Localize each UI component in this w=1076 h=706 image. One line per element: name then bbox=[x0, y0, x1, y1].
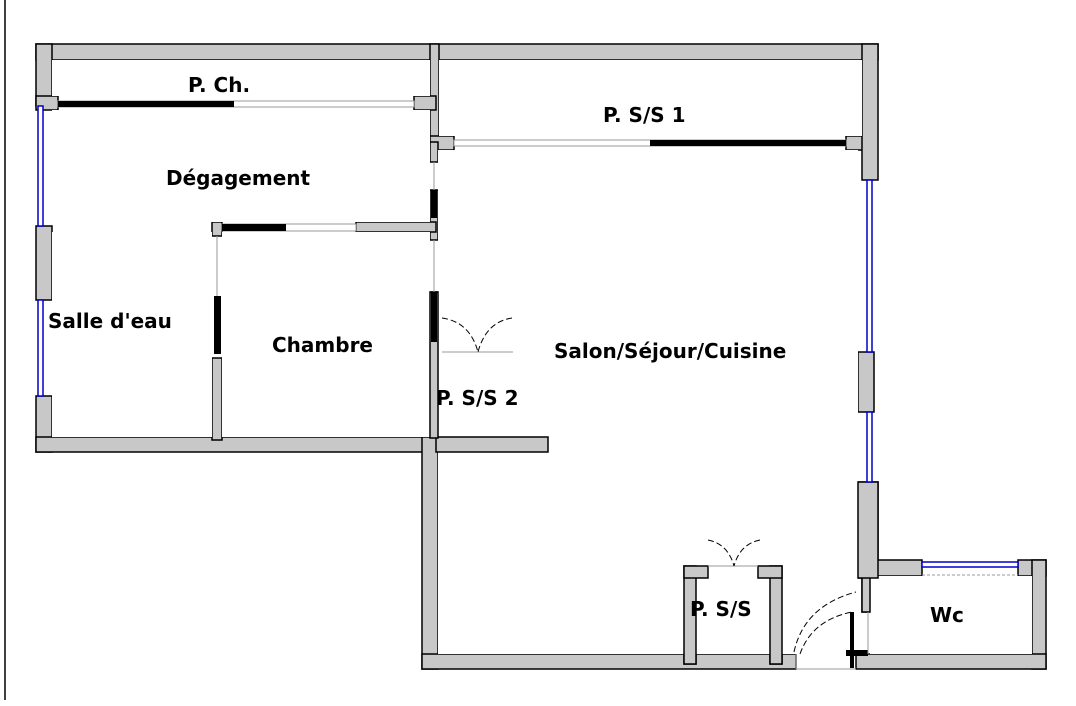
label-chambre: Chambre bbox=[272, 333, 373, 357]
label-salle-deau: Salle d'eau bbox=[48, 309, 172, 333]
label-sejour: Salon/Séjour/Cuisine bbox=[554, 339, 786, 363]
floor-wc bbox=[870, 576, 1032, 654]
swing-pss-left bbox=[707, 539, 735, 567]
wall-wc-bottom bbox=[855, 653, 1047, 670]
wall-pss-top-right-b bbox=[757, 565, 783, 579]
wall-wc-right bbox=[1031, 559, 1047, 670]
window-left-top bbox=[37, 105, 44, 227]
wall-chambre-top-right bbox=[355, 221, 437, 233]
wall-top bbox=[35, 43, 879, 61]
sliding-door-pss1-leaf bbox=[650, 140, 846, 146]
wall-chambre-top-left bbox=[211, 221, 223, 237]
swing-pss-right bbox=[733, 539, 761, 567]
wall-pch-jamb-right bbox=[413, 95, 437, 111]
window-wc bbox=[921, 561, 1019, 568]
sliding-doors bbox=[57, 100, 847, 232]
floor-salle-deau bbox=[52, 232, 212, 437]
wall-right-top bbox=[861, 43, 879, 181]
wall-chambre-left bbox=[211, 357, 223, 441]
wall-left-mid bbox=[35, 225, 53, 301]
window-right-top bbox=[866, 179, 873, 353]
swing-wc-b bbox=[799, 611, 853, 655]
window-left-bottom bbox=[37, 299, 44, 397]
floor-pss2 bbox=[442, 352, 513, 437]
door-swings bbox=[441, 317, 857, 655]
swing-pss2-left bbox=[441, 317, 479, 353]
wall-bottom bbox=[421, 653, 797, 670]
floor-pch bbox=[52, 60, 430, 96]
floor-sejour-lower bbox=[438, 437, 858, 654]
room-floors bbox=[52, 60, 1032, 654]
swing-pss2-right bbox=[477, 317, 513, 353]
door-leaf-chambre bbox=[214, 296, 221, 354]
wall-pss-right-b bbox=[769, 565, 783, 665]
label-pss2: P. S/S 2 bbox=[436, 386, 519, 410]
floor-pss bbox=[696, 578, 770, 654]
label-pss: P. S/S bbox=[690, 597, 752, 621]
door-leaf-wc-h bbox=[846, 650, 868, 656]
door-frames bbox=[216, 162, 869, 670]
label-pch: P. Ch. bbox=[188, 73, 250, 97]
floor-degagement bbox=[52, 110, 430, 222]
wall-right-low-b bbox=[857, 481, 879, 579]
door-leaf-sejour bbox=[431, 292, 437, 342]
swing-wc bbox=[793, 591, 857, 653]
wall-lower-left bbox=[421, 436, 439, 670]
wall-divider-top bbox=[429, 43, 440, 143]
label-degagement: Dégagement bbox=[166, 166, 311, 190]
wall-wc-left-b bbox=[861, 575, 871, 613]
label-pss1: P. S/S 1 bbox=[603, 103, 686, 127]
floor-chambre bbox=[222, 232, 430, 437]
wall-central-upper bbox=[429, 141, 439, 163]
door-leaf-wc-v bbox=[850, 612, 854, 668]
windows bbox=[37, 105, 1019, 568]
wall-pss-top-left-b bbox=[683, 565, 709, 579]
wall-pss2-bottom bbox=[435, 436, 549, 453]
sliding-door-pch-leaf bbox=[58, 101, 234, 107]
floor-pss1 bbox=[439, 60, 862, 136]
label-wc: Wc bbox=[930, 603, 964, 627]
door-leaves bbox=[214, 190, 868, 668]
wall-right-mid bbox=[857, 351, 875, 413]
sliding-door-chambre-leaf bbox=[222, 224, 286, 231]
door-leaf-degagement bbox=[431, 190, 437, 218]
window-right-bottom bbox=[866, 411, 873, 483]
